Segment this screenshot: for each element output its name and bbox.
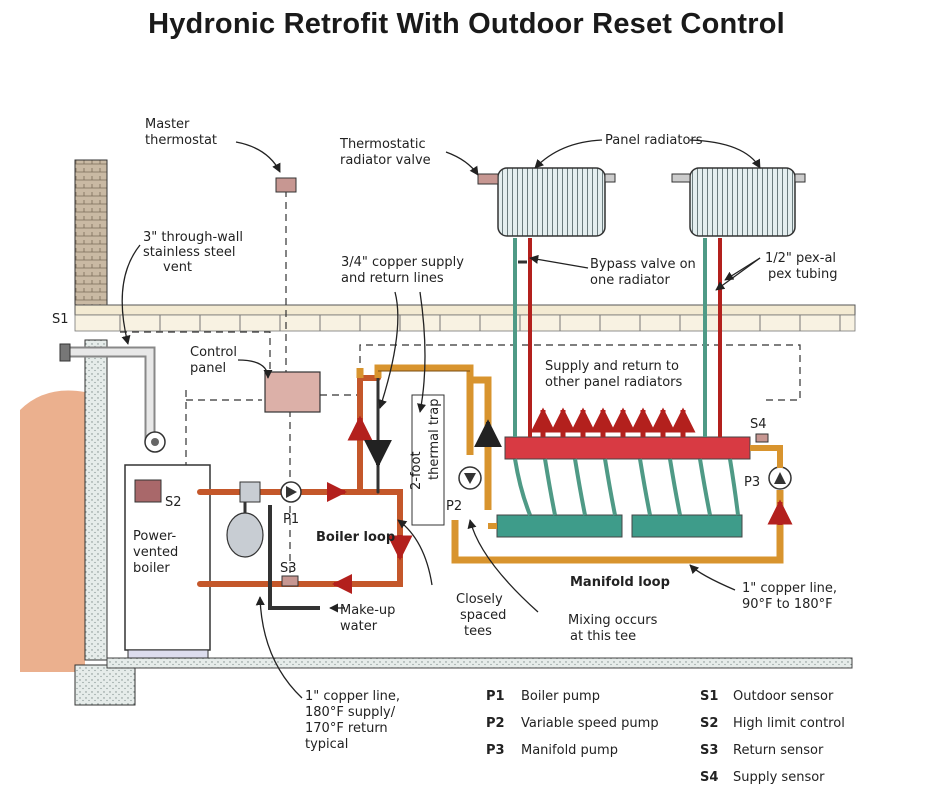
boiler-vent (59, 343, 166, 453)
joist-ticks (119, 315, 841, 331)
legend-key: P1 Boiler pump P2 Variable speed pump P3… (486, 689, 845, 785)
return-manifold-1 (496, 514, 623, 538)
control-panel (264, 371, 321, 413)
key-desc: High limit control (733, 716, 845, 731)
makeup-water-line (268, 505, 320, 610)
key-desc: Boiler pump (521, 689, 600, 704)
key-code: P3 (486, 743, 505, 758)
thermal-trap (411, 394, 445, 526)
floor-joist-band (74, 314, 856, 332)
exterior-wall (74, 159, 108, 311)
supply-sensor-s4 (755, 433, 769, 443)
return-sensor-s3 (281, 575, 299, 587)
master-thermostat (275, 177, 297, 193)
label-panel-radiators: Panel radiators (605, 133, 703, 148)
foundation-wall (84, 339, 108, 661)
diagram-title: Hydronic Retrofit With Outdoor Reset Con… (148, 8, 785, 40)
panel-radiator-1 (497, 167, 606, 237)
key-desc: Outdoor sensor (733, 689, 834, 704)
label-copper-manifold: 1" copper line,90°F to 180°F (742, 581, 837, 612)
radiator-pex (513, 238, 722, 437)
label-s4: S4 (750, 417, 767, 432)
flow-arrows (327, 415, 793, 594)
key-desc: Manifold pump (521, 743, 618, 758)
pump-p2 (458, 466, 482, 490)
expansion-tank (226, 495, 264, 558)
earth-backfill (20, 390, 85, 672)
key-code: P1 (486, 689, 505, 704)
label-boiler-loop: Boiler loop (316, 530, 395, 545)
supply-outlet-arrows (530, 407, 696, 437)
floor-deck (74, 304, 856, 316)
basement-slab (106, 657, 853, 669)
label-s1: S1 (52, 312, 69, 327)
pump-p3 (768, 466, 792, 490)
key-desc: Variable speed pump (521, 716, 659, 731)
label-copper-boiler: 1" copper line,180°F supply/170°F return… (305, 689, 400, 752)
label-p2: P2 (446, 499, 462, 514)
boiler (124, 464, 211, 659)
key-code: S2 (700, 716, 718, 731)
key-desc: Return sensor (733, 743, 824, 758)
key-code: S1 (700, 689, 718, 704)
key-desc: Supply sensor (733, 770, 825, 785)
label-p3: P3 (744, 475, 760, 490)
label-p1: P1 (283, 512, 299, 527)
thermostatic-valve (477, 173, 499, 185)
leader-arrows (121, 139, 761, 699)
key-code: S4 (700, 770, 718, 785)
key-code: P2 (486, 716, 505, 731)
air-separator (239, 481, 261, 503)
label-s3: S3 (280, 561, 297, 576)
panel-radiator-2 (689, 167, 796, 237)
building-structure (20, 159, 856, 706)
label-manifold-loop: Manifold loop (570, 575, 670, 590)
pump-p1 (280, 481, 302, 503)
supply-manifold (504, 436, 751, 460)
boiler-sensor-s2 (134, 479, 162, 503)
return-manifold-2 (631, 514, 743, 538)
return-pex-lines (513, 458, 740, 516)
label-s2: S2 (165, 495, 182, 510)
key-code: S3 (700, 743, 718, 758)
footing (74, 664, 136, 706)
